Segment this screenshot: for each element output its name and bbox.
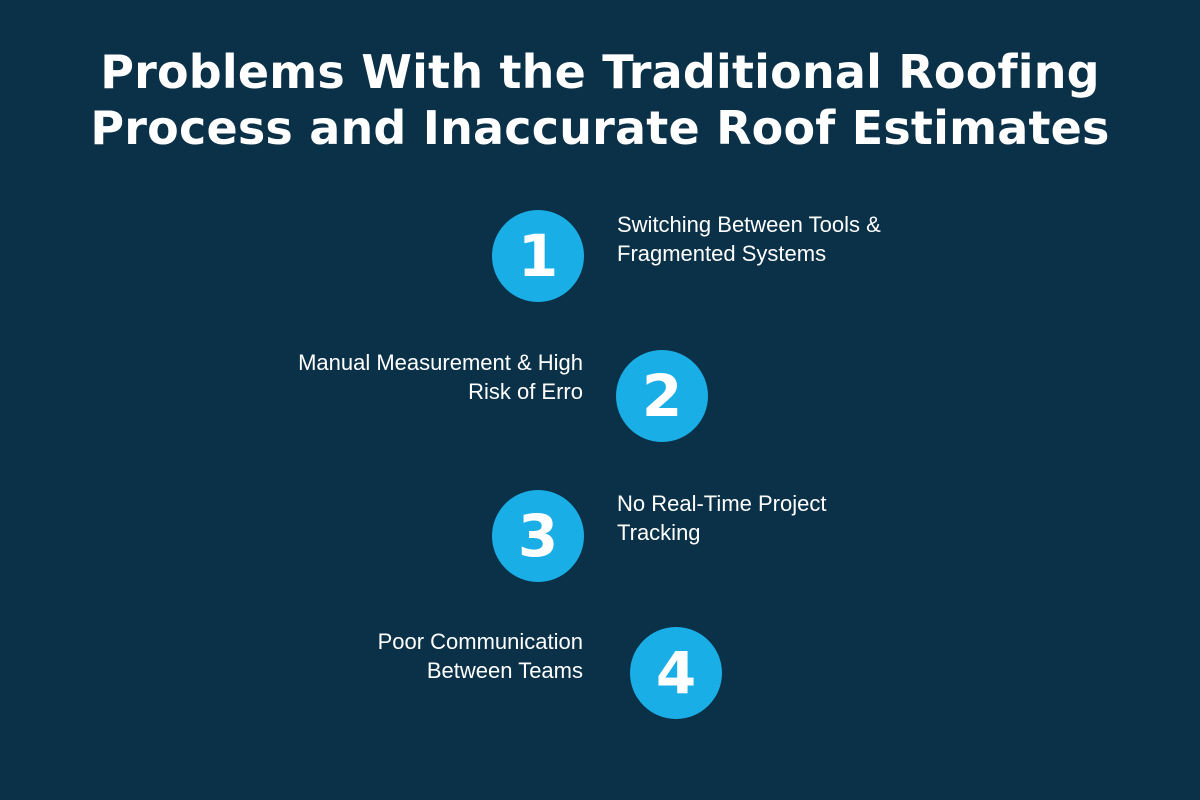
title-line-2: Process and Inaccurate Roof Estimates bbox=[90, 101, 1110, 155]
step-2-label-line-1: Manual Measurement & High bbox=[298, 350, 583, 375]
step-4-label: Poor Communication Between Teams bbox=[378, 627, 583, 685]
step-3-label-line-2: Tracking bbox=[617, 520, 701, 545]
step-4-label-line-2: Between Teams bbox=[426, 658, 583, 683]
step-1-number-badge: 1 bbox=[492, 210, 584, 302]
step-3-number: 3 bbox=[517, 502, 559, 570]
step-2-label-line-2: Risk of Erro bbox=[468, 379, 583, 404]
page-title: Problems With the Traditional Roofing Pr… bbox=[0, 44, 1200, 156]
step-2-number-badge: 2 bbox=[616, 350, 708, 442]
step-3-number-badge: 3 bbox=[492, 490, 584, 582]
step-3-label-line-1: No Real-Time Project bbox=[617, 491, 827, 516]
step-3-label: No Real-Time Project Tracking bbox=[617, 489, 826, 547]
step-2-number: 2 bbox=[641, 362, 683, 430]
step-4-number: 4 bbox=[655, 639, 697, 707]
step-1-number: 1 bbox=[517, 222, 559, 290]
step-4-label-line-1: Poor Communication bbox=[377, 629, 583, 654]
step-1-label-line-2: Fragmented Systems bbox=[617, 241, 827, 266]
title-line-1: Problems With the Traditional Roofing bbox=[100, 45, 1100, 99]
step-4-number-badge: 4 bbox=[630, 627, 722, 719]
step-2-label: Manual Measurement & High Risk of Erro bbox=[298, 348, 583, 406]
step-1-label: Switching Between Tools & Fragmented Sys… bbox=[617, 210, 881, 268]
step-1-label-line-1: Switching Between Tools & bbox=[617, 212, 881, 237]
